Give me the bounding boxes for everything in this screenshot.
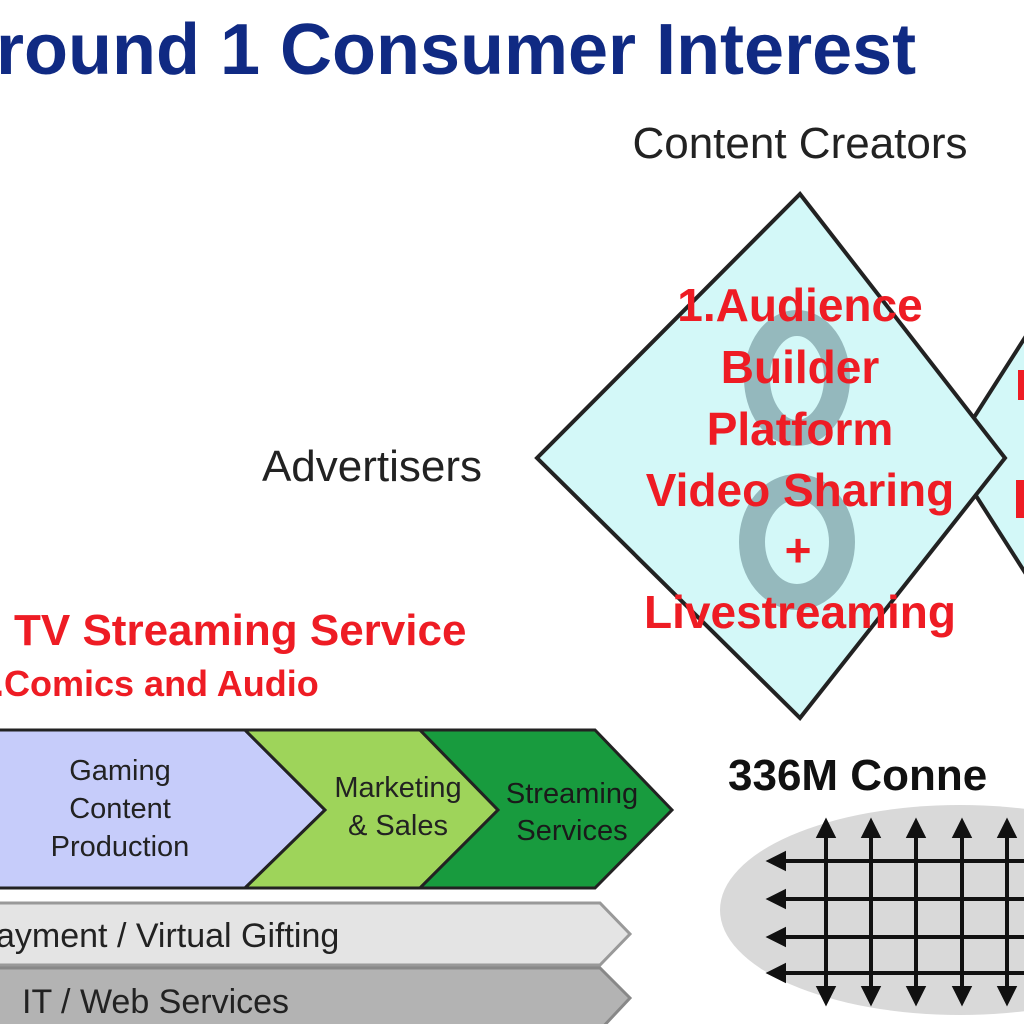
arrow-down-icon [815,986,837,1007]
diamond-line: Video Sharing [646,464,954,516]
diamond-line: Builder [721,341,880,393]
support-bar-it [0,966,633,1024]
arrow-up-icon [815,817,837,838]
diamond-line: 1.Audience [677,279,922,331]
value-chain-stage-streaming [416,728,675,890]
advertisers-label: Advertisers [262,442,482,491]
content-creators-label: Content Creators [632,119,967,168]
tv-streaming-service-label: TV Streaming Service [14,606,466,655]
support-bar-payment [0,901,633,967]
arrow-left-icon [765,962,786,984]
stage-text: Services [516,815,627,847]
stage-text: & Sales [348,810,448,842]
diamond-line: + [785,524,812,576]
infinity-watermark-icon [739,310,855,610]
arrow-down-icon [996,986,1018,1007]
stage-text: Gaming [69,755,171,787]
page-title: round 1 Consumer Interest [0,10,916,90]
support-bar-payment-label: ayment / Virtual Gifting [0,917,339,955]
arrow-left-icon [765,926,786,948]
second-diamond-text-fragment [1018,370,1024,400]
arrow-left-icon [765,850,786,872]
arrow-down-icon [860,986,882,1007]
arrow-down-icon [905,986,927,1007]
diamond-line: Livestreaming [644,586,956,638]
second-diamond-text-fragment [1016,480,1024,518]
diamond-line: Platform [707,403,894,455]
stage-text: Production [51,831,190,863]
arrow-up-icon [860,817,882,838]
comics-audio-label: .Comics and Audio [0,663,319,704]
audience-builder-diamond [534,190,1008,721]
arrow-up-icon [951,817,973,838]
connections-label: 336M Conne [728,751,987,800]
arrow-up-icon [996,817,1018,838]
stage-text: Streaming [506,778,638,810]
support-bar-it-label: IT / Web Services [22,983,289,1021]
connections-grid-icon [765,817,1024,1007]
arrow-down-icon [951,986,973,1007]
arrow-left-icon [765,888,786,910]
arrow-up-icon [905,817,927,838]
stage-text: Content [69,793,171,825]
stage-text: Marketing [334,772,461,804]
